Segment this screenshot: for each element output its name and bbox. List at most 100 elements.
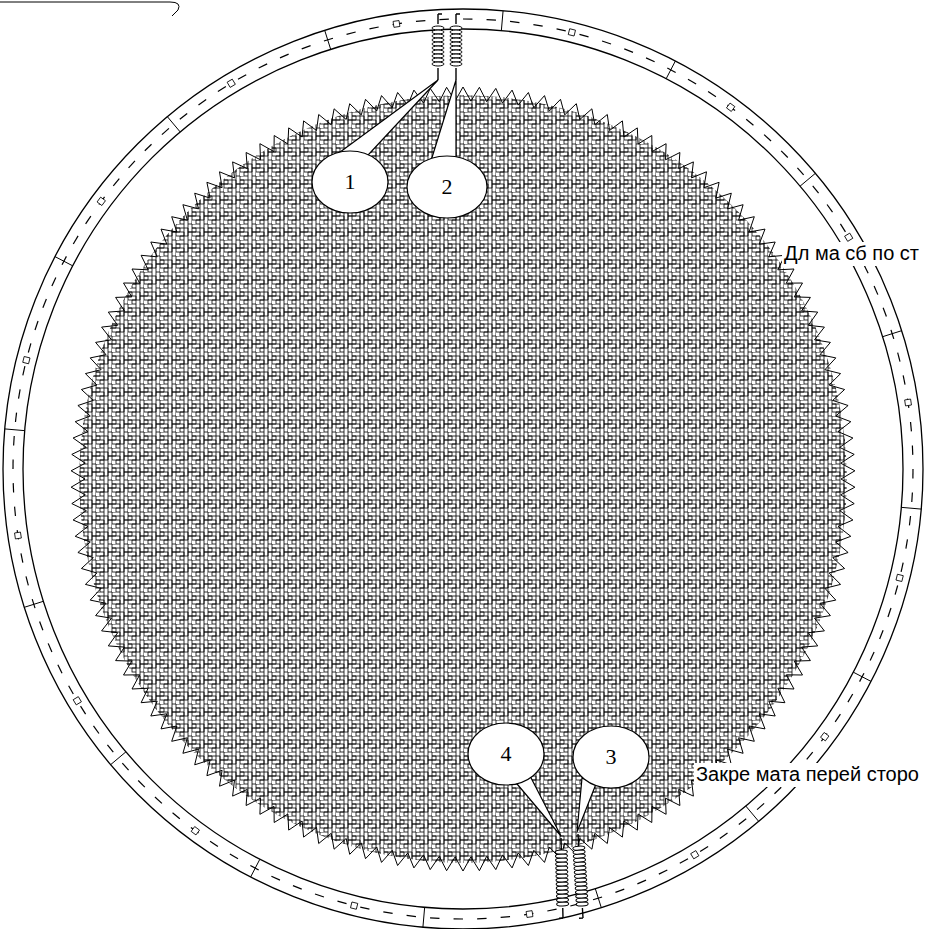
- frame-dash: [615, 889, 624, 892]
- frame-square: [73, 697, 81, 705]
- frame-dash: [688, 79, 696, 84]
- frame-dash: [93, 726, 98, 734]
- frame-dash: [813, 186, 819, 193]
- frame-dash: [848, 694, 853, 702]
- frame-dash: [797, 168, 803, 175]
- frame-square: [191, 827, 199, 835]
- frame-dash: [602, 41, 611, 44]
- frame-dash: [827, 204, 832, 212]
- frame-dash: [28, 343, 31, 352]
- frame-square: [23, 356, 30, 363]
- frame-divider: [746, 806, 759, 821]
- frame-dash: [107, 745, 113, 752]
- frame-dash: [58, 665, 62, 673]
- frame-square: [726, 103, 734, 111]
- frame-dash: [230, 854, 238, 859]
- frame-dash: [659, 870, 667, 874]
- frame-dash: [912, 445, 914, 454]
- frame-dash: [781, 151, 788, 158]
- frame-square: [526, 911, 533, 918]
- frame-dash: [510, 21, 519, 22]
- frame-dash: [13, 436, 15, 445]
- frame-dash: [15, 413, 16, 422]
- frame-square: [15, 532, 22, 539]
- note-text: Закре мата перей сторо: [694, 763, 921, 787]
- frame-dash: [383, 912, 392, 914]
- frame-square: [896, 574, 903, 581]
- cut-shape: [0, 2, 179, 16]
- frame-square: [393, 21, 400, 28]
- frame-dash: [198, 99, 206, 104]
- frame-square: [821, 732, 829, 740]
- frame-dash: [912, 469, 913, 478]
- frame-dash: [155, 797, 162, 803]
- frame-dash: [14, 507, 16, 516]
- frame-dash: [746, 119, 753, 125]
- frame-dash: [579, 34, 588, 37]
- frame-dash: [259, 64, 267, 68]
- frame-dash: [883, 308, 886, 317]
- frame-divider: [501, 11, 503, 31]
- frame-dash: [81, 706, 86, 714]
- frame-dash: [407, 915, 416, 916]
- frame-dash: [302, 46, 311, 49]
- frame-dash: [293, 886, 302, 889]
- frame-dash: [173, 813, 180, 819]
- frame-dash: [43, 299, 46, 308]
- spring: [555, 838, 569, 918]
- frame-dash: [218, 87, 226, 92]
- frame-dash: [69, 686, 74, 694]
- frame-dash: [880, 630, 883, 639]
- frame-outer: [3, 9, 923, 929]
- frame-dash: [477, 918, 486, 920]
- callout-number: 4: [501, 742, 512, 766]
- frame-dash: [416, 20, 425, 22]
- frame-dash: [52, 277, 56, 286]
- frame-dash: [646, 58, 655, 62]
- callout-number: 2: [442, 175, 453, 199]
- frame-dash: [906, 539, 908, 548]
- frame-dash: [337, 901, 346, 904]
- frame-dash: [680, 859, 688, 864]
- frame-dash: [757, 803, 764, 809]
- frame-dash: [903, 375, 905, 384]
- frame-dash: [40, 621, 43, 630]
- frame-dash: [113, 179, 119, 186]
- frame-dash: [463, 18, 472, 19]
- frame-dash: [910, 422, 912, 431]
- frame-dash: [739, 819, 746, 825]
- frame-divider: [111, 752, 126, 765]
- frame-marks: [5, 11, 921, 927]
- frame-dash: [454, 918, 463, 919]
- frame-divider: [423, 907, 425, 927]
- frame-dash: [557, 29, 566, 31]
- frame-dash: [145, 144, 152, 151]
- frame-dash: [238, 75, 246, 80]
- frame-dash: [210, 841, 218, 846]
- spring: [450, 14, 462, 80]
- frame-dash: [898, 353, 900, 362]
- frame-dash: [73, 236, 78, 244]
- frame-dash: [487, 19, 496, 21]
- frame-dash: [911, 493, 913, 502]
- frame-dash: [807, 752, 813, 759]
- frame-dash: [26, 576, 28, 585]
- frame-dash: [13, 483, 15, 492]
- mat-weave: [79, 95, 847, 863]
- frame-square: [568, 29, 575, 36]
- frame-dash: [764, 135, 771, 141]
- frame-dash: [129, 161, 135, 168]
- callout-number: 1: [345, 170, 356, 194]
- frame-dash: [12, 460, 13, 469]
- frame-divider: [595, 889, 601, 908]
- mat-edge: [71, 87, 855, 871]
- frame-dash: [271, 876, 280, 880]
- frame-dash: [138, 780, 145, 787]
- frame-square: [905, 399, 912, 406]
- frame-square: [845, 233, 853, 241]
- frame-dash: [21, 553, 23, 562]
- frame-dash: [720, 833, 728, 838]
- frame-dash: [901, 563, 903, 572]
- frame-dash: [624, 49, 633, 52]
- spring: [572, 834, 589, 919]
